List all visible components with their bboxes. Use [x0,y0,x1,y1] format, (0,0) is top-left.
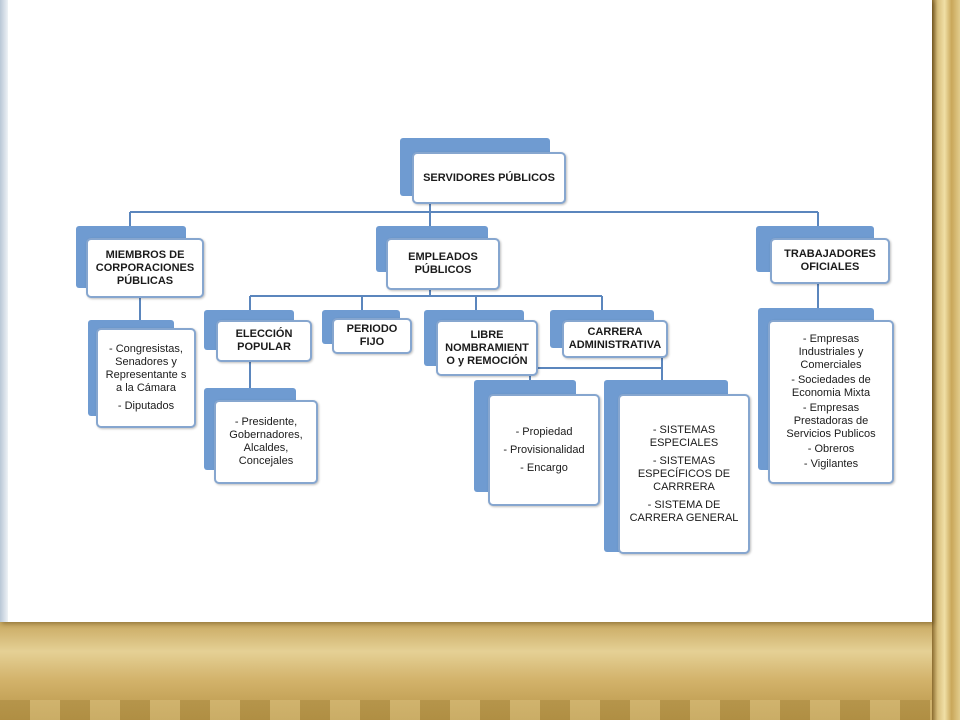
node-servidores-publicos-label: SERVIDORES PÚBLICOS [423,171,555,184]
node-carrera-list: - SISTEMAS ESPECIALES - SISTEMAS ESPECÍF… [604,380,750,554]
node-libre-nombramiento: LIBRE NOMBRAMIENT O y REMOCIÓN [424,310,540,378]
carrera-item-3: - SISTEMA DE CARRERA GENERAL [629,498,739,524]
node-eleccion-label: ELECCIÓN POPULAR [235,328,293,353]
miembros-item-1: - Congresistas, Senadores y Representant… [105,343,187,394]
node-empleados-label: EMPLEADOS PÚBLICOS [408,251,478,276]
node-libre-list: - Propiedad - Provisionalidad - Encargo [474,380,600,508]
trabajadores-item-5: - Vigilantes [803,458,859,470]
notebook-page-edge [932,0,960,720]
libre-item-1: - Propiedad [515,425,573,438]
slide-left-border [0,0,8,622]
node-trabajadores-oficiales: TRABAJADORES OFICIALES [756,226,892,286]
node-trabajadores-label: TRABAJADORES OFICIALES [784,248,876,273]
node-periodo-label: PERIODO FIJO [346,323,398,348]
carrera-item-2: - SISTEMAS ESPECÍFICOS DE CARRRERA [637,454,731,493]
slide-canvas: SERVIDORES PÚBLICOS MIEMBROS DE CORPORAC… [0,0,894,622]
trabajadores-item-1: - Empresas Industriales y Comerciales [798,333,864,371]
node-trabajadores-list: - Empresas Industriales y Comerciales - … [758,308,894,490]
trabajadores-item-2: - Sociedades de Economia Mixta [791,374,871,399]
connector-lines [129,204,819,390]
node-servidores-publicos: SERVIDORES PÚBLICOS [400,138,568,208]
carrera-item-1: - SISTEMAS ESPECIALES [649,423,719,449]
node-eleccion-list: - Presidente, Gobernadores, Alcaldes, Co… [204,388,318,488]
node-miembros-list: - Congresistas, Senadores y Representant… [88,320,196,428]
libre-item-3: - Encargo [520,461,568,474]
trabajadores-item-4: - Obreros [807,443,855,455]
trabajadores-item-3: - Empresas Prestadoras de Servicios Publ… [786,402,876,440]
notebook-binding-stripe [0,700,940,720]
node-libre-label: LIBRE NOMBRAMIENT O y REMOCIÓN [445,328,529,367]
eleccion-item-1: - Presidente, Gobernadores, Alcaldes, Co… [229,416,303,467]
node-miembros-label: MIEMBROS DE CORPORACIONES PÚBLICAS [95,248,195,287]
node-empleados-publicos: EMPLEADOS PÚBLICOS [376,226,502,292]
miembros-item-2: - Diputados [117,400,175,412]
node-carrera-administrativa: CARRERA ADMINISTRATIVA [550,310,672,360]
node-miembros-corporaciones: MIEMBROS DE CORPORACIONES PÚBLICAS [76,226,206,300]
libre-item-2: - Provisionalidad [503,443,585,456]
node-periodo-fijo: PERIODO FIJO [322,310,416,356]
node-eleccion-popular: ELECCIÓN POPULAR [204,310,312,364]
node-carrera-label: CARRERA ADMINISTRATIVA [568,326,662,351]
